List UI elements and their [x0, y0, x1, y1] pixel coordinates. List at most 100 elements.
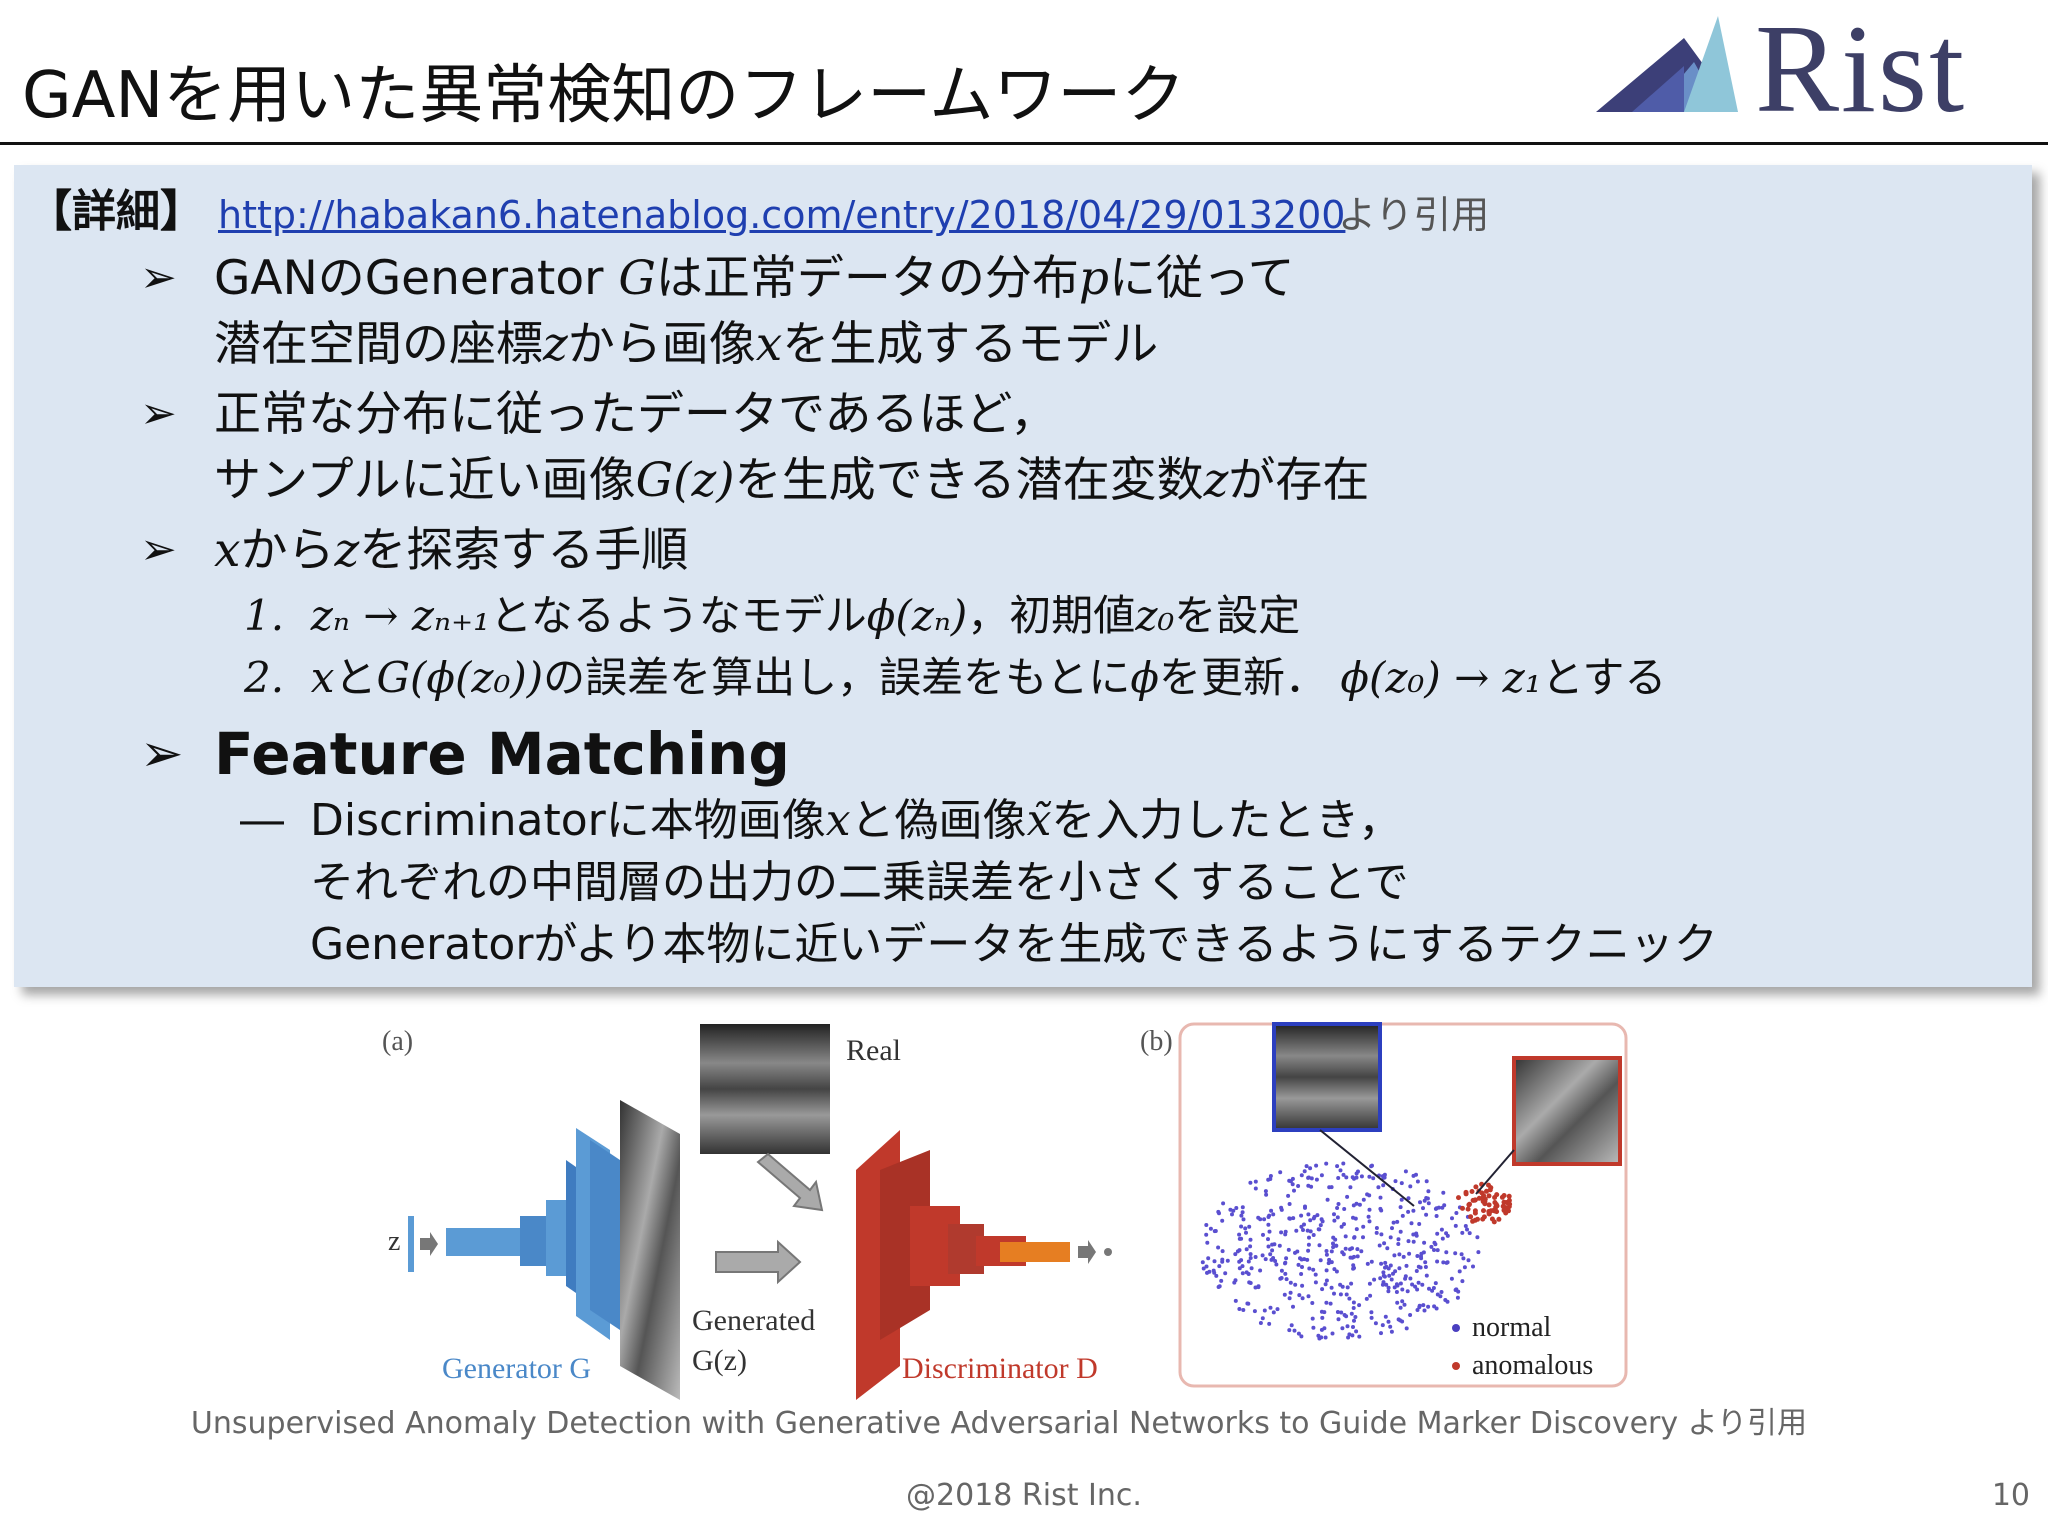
- source-link[interactable]: http://habakan6.hatenablog.com/entry/201…: [218, 193, 1346, 237]
- normal-point: [1313, 1280, 1318, 1285]
- normal-point: [1380, 1323, 1385, 1328]
- normal-point: [1284, 1256, 1289, 1261]
- normal-point: [1421, 1206, 1425, 1211]
- normal-point: [1396, 1242, 1401, 1246]
- normal-point: [1311, 1267, 1316, 1272]
- normal-point: [1306, 1212, 1311, 1217]
- normal-point: [1386, 1285, 1391, 1290]
- normal-point: [1350, 1175, 1355, 1180]
- normal-point: [1406, 1239, 1411, 1244]
- normal-point: [1230, 1212, 1234, 1217]
- normal-point: [1216, 1209, 1221, 1214]
- normal-point: [1399, 1181, 1404, 1186]
- normal-point: [1328, 1301, 1333, 1306]
- normal-point: [1436, 1205, 1441, 1210]
- normal-point: [1351, 1325, 1355, 1329]
- normal-point: [1432, 1304, 1437, 1309]
- normal-point: [1406, 1209, 1411, 1214]
- normal-point: [1336, 1317, 1341, 1322]
- bullet-arrow-icon: ➢: [140, 252, 177, 303]
- anomalous-point: [1501, 1199, 1507, 1205]
- normal-point: [1204, 1264, 1209, 1269]
- normal-point: [1266, 1177, 1271, 1182]
- normal-point: [1368, 1293, 1373, 1298]
- feature-matching-line-1: Discriminatorに本物画像xと偽画像x̃を入力したとき，: [310, 795, 1403, 846]
- normal-point: [1369, 1259, 1374, 1264]
- normal-point: [1306, 1294, 1311, 1299]
- normal-point: [1297, 1293, 1302, 1298]
- normal-point: [1345, 1194, 1350, 1199]
- normal-point: [1207, 1269, 1212, 1274]
- generator-label: Generator G: [442, 1352, 591, 1385]
- normal-point: [1381, 1175, 1386, 1180]
- normal-point: [1239, 1224, 1244, 1229]
- normal-point: [1269, 1257, 1274, 1262]
- normal-point: [1320, 1219, 1325, 1224]
- anomalous-point: [1481, 1208, 1486, 1214]
- normal-point: [1454, 1287, 1459, 1292]
- normal-point: [1339, 1310, 1344, 1315]
- normal-point: [1424, 1196, 1429, 1200]
- normal-point: [1332, 1212, 1336, 1217]
- anomalous-point: [1494, 1203, 1500, 1209]
- normal-point: [1347, 1296, 1352, 1301]
- normal-point: [1334, 1269, 1339, 1274]
- latent-scatter: [1200, 1161, 1513, 1341]
- normal-point: [1426, 1201, 1431, 1206]
- normal-point: [1244, 1247, 1249, 1252]
- normal-point: [1275, 1307, 1280, 1312]
- normal-point: [1233, 1298, 1238, 1303]
- normal-point: [1415, 1254, 1420, 1258]
- normal-point: [1341, 1161, 1346, 1166]
- normal-point: [1335, 1215, 1340, 1220]
- normal-point: [1221, 1201, 1226, 1206]
- legend-anomalous: anomalous: [1472, 1350, 1593, 1381]
- normal-point: [1306, 1175, 1311, 1180]
- normal-point: [1410, 1282, 1415, 1287]
- bullet-2-line-1: 正常な分布に従ったデータであるほど，: [214, 387, 1058, 442]
- normal-point: [1299, 1272, 1304, 1276]
- normal-point: [1401, 1254, 1406, 1259]
- normal-point: [1457, 1269, 1462, 1274]
- normal-point: [1263, 1189, 1268, 1194]
- anomalous-point: [1476, 1195, 1482, 1201]
- normal-point: [1323, 1335, 1328, 1340]
- normal-point: [1354, 1329, 1359, 1334]
- normal-point: [1317, 1243, 1322, 1248]
- normal-point: [1422, 1308, 1427, 1313]
- normal-point: [1240, 1271, 1245, 1276]
- normal-point: [1445, 1260, 1450, 1265]
- normal-point: [1344, 1292, 1349, 1297]
- detail-heading: 【詳細】: [28, 186, 204, 237]
- normal-point: [1239, 1258, 1244, 1263]
- normal-point: [1299, 1213, 1304, 1218]
- normal-point: [1433, 1281, 1438, 1286]
- normal-point: [1261, 1232, 1265, 1237]
- normal-point: [1433, 1242, 1438, 1247]
- normal-point: [1219, 1278, 1224, 1283]
- normal-point: [1232, 1280, 1237, 1285]
- normal-point: [1279, 1230, 1284, 1235]
- normal-point: [1331, 1241, 1335, 1246]
- normal-point: [1383, 1314, 1388, 1319]
- normal-point: [1349, 1281, 1354, 1286]
- normal-point: [1371, 1176, 1376, 1181]
- anomalous-point: [1463, 1191, 1469, 1197]
- anomalous-point: [1481, 1214, 1487, 1220]
- normal-point: [1279, 1276, 1284, 1280]
- normal-point: [1306, 1248, 1311, 1253]
- normal-point: [1286, 1193, 1291, 1198]
- normal-point: [1260, 1316, 1265, 1321]
- bullet-2-line-2: サンプルに近い画像G(z)を生成できる潜在変数zが存在: [214, 453, 1370, 508]
- normal-point: [1240, 1264, 1245, 1269]
- normal-point: [1388, 1235, 1393, 1240]
- normal-point: [1335, 1206, 1340, 1210]
- normal-point: [1266, 1244, 1271, 1249]
- normal-point: [1342, 1207, 1347, 1211]
- normal-point: [1220, 1218, 1225, 1223]
- normal-point: [1351, 1306, 1356, 1310]
- normal-point: [1324, 1300, 1329, 1305]
- normal-point: [1279, 1205, 1284, 1210]
- normal-point: [1332, 1218, 1337, 1223]
- normal-point: [1354, 1227, 1359, 1232]
